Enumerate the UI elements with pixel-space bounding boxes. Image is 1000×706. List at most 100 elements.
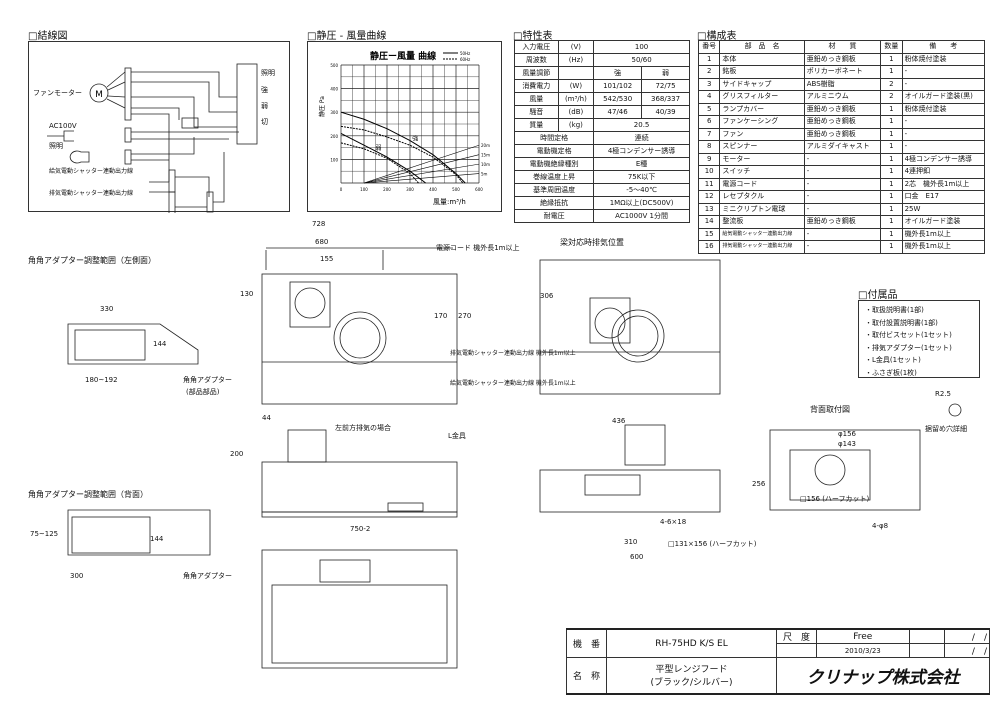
accessory-item: ・L金具(1セット) [865, 356, 921, 364]
parts-cell: 14 [697, 215, 721, 229]
parts-cell: 機外長1m以上 [901, 240, 986, 254]
series-line [340, 132, 426, 184]
dim-label: 144 [150, 535, 164, 543]
dim-label: 728 [312, 220, 326, 228]
x-tick-label: 400 [429, 187, 437, 192]
wiring-title: □結線図 [28, 31, 68, 42]
switch-strong: 強 [261, 86, 268, 94]
fan-motor-label: ファンモーター [33, 89, 82, 97]
title-block: 機 番 RH-75HD K/S EL 尺 度 Free / / 2010/3/2… [566, 628, 991, 695]
dim-label: φ156 [838, 430, 856, 438]
switch-light: 照明 [261, 69, 275, 77]
model-number: RH-75HD K/S EL [606, 628, 777, 658]
dim-label: 75~125 [30, 530, 59, 538]
dim-label: 680 [315, 238, 329, 246]
y-tick-label: 100 [330, 157, 338, 162]
spec-title: □特性表 [513, 31, 553, 42]
y-tick-label: 500 [330, 63, 338, 68]
wiring-lines: M [47, 63, 258, 217]
parts-cell: 1 [880, 152, 903, 166]
annotation-strong: 強 [412, 135, 418, 143]
parts-header-row: 番号部 品 名材 質数量備 考 [697, 40, 986, 54]
x-tick-label: 200 [383, 187, 391, 192]
dim-label: 330 [100, 305, 114, 313]
series-label: 10m [481, 162, 490, 167]
dim-label: 130 [240, 290, 254, 298]
series-line [363, 173, 480, 184]
dim-label: 310 [624, 538, 638, 546]
dim-label: 200 [230, 450, 244, 458]
dim-label: 4-φ8 [872, 522, 889, 530]
light-label: 照明 [49, 142, 63, 150]
series-line [363, 144, 480, 184]
dim-label: 436 [612, 417, 626, 425]
spec-cell: AC1000V 1分間 [593, 209, 690, 223]
scale-label: 尺 度 [776, 628, 817, 644]
y-axis-label: 静圧 Pa [318, 96, 326, 117]
parts-cell: 1 [880, 177, 903, 191]
dim-label: □131×156 (ハーフカット) [668, 540, 757, 548]
ac-label: AC100V [49, 122, 77, 130]
dim-label: φ143 [838, 440, 856, 448]
y-tick-label: 300 [330, 110, 338, 115]
spec-row: 周波数(Hz)50/60 [514, 53, 690, 67]
model-label: 機 番 [566, 628, 607, 658]
wiring-diagram: M ファンモーター AC100V 照明 給気電動シャッター連動出力線 排気電動シ… [28, 41, 290, 217]
dim-label: 44 [262, 414, 271, 422]
parts-cell: 1 [880, 240, 903, 254]
dim-label: 180~192 [85, 376, 118, 384]
back-mount-title: 背面取付図 [810, 405, 850, 414]
series-line [340, 111, 466, 184]
spec-cell: 4極コンデンサー誘導 [593, 144, 690, 158]
l-bracket-label: L金具 [448, 432, 466, 440]
series-line [340, 142, 419, 184]
switch-weak: 弱 [261, 102, 268, 110]
x-tick-label: 0 [340, 187, 343, 192]
company-logo: クリナップ株式会社 [776, 657, 990, 694]
x-tick-label: 100 [360, 187, 368, 192]
dim-label: 750-2 [350, 525, 371, 533]
dim-label: 256 [752, 480, 766, 488]
accessory-item: ・取扱説明書(1部) [865, 306, 924, 314]
accessories-list: ・取扱説明書(1部) ・取付設置説明書(1部) ・取付ビスセット(1セット) ・… [858, 300, 980, 378]
dim-label: 270 [458, 312, 472, 320]
left-duct-label: 左前方排気の場合 [335, 424, 391, 432]
series-label: 20m [481, 143, 490, 148]
accessory-item: ・取付ビスセット(1セット) [865, 331, 952, 339]
accessories-title: □付属品 [858, 290, 898, 301]
series-line [340, 125, 464, 184]
parts-title: □構成表 [697, 31, 737, 42]
dim-label: 4-6×18 [660, 518, 687, 526]
side-adapter-title: 角角アダプター調整範囲（左側面） [28, 256, 156, 265]
adapter-sub-label: (部品部品) [186, 388, 220, 396]
adapter-label: 角角アダプター [183, 572, 232, 580]
back-adapter-title: 角角アダプター調整範囲（背面） [28, 490, 148, 499]
x-tick-label: 600 [475, 187, 483, 192]
x-tick-label: 300 [406, 187, 414, 192]
spec-cell: 耐電圧 [513, 209, 595, 223]
dim-label: R2.5 [935, 390, 951, 398]
exhaust-shutter-label: 排気電動シャッター連動出力線 [49, 190, 134, 197]
series-label: 15m [481, 153, 490, 158]
accessory-item: ・取付設置説明書(1部) [865, 318, 938, 327]
dim-label: 306 [540, 292, 554, 300]
product-variant: (ブラック/シルバー) [650, 678, 733, 689]
parts-header: 番号 [697, 40, 721, 54]
switch-off: 切 [261, 118, 268, 126]
hole-detail-label: 据留め穴詳細 [925, 425, 967, 433]
power-cord-label: 電源コード 機外長1m以上 [436, 244, 520, 252]
legend-60hz: 60Hz [460, 57, 470, 62]
